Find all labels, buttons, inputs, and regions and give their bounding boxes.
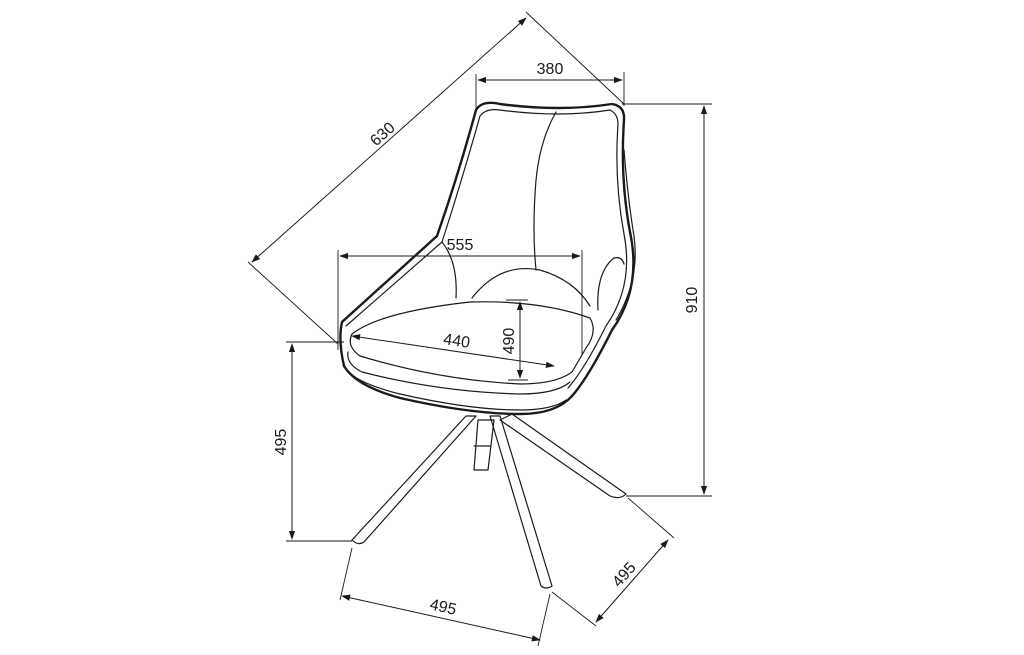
dimension-seat-width: 555 [337,237,583,354]
dimension-base-width: 495 [339,547,551,647]
seat-cushion-top [349,301,594,385]
dimension-base-depth: 495 [551,497,675,627]
label-base-width: 495 [428,596,458,618]
back-shell-outline [339,101,635,416]
dimension-backrest-width: 380 [475,61,625,108]
label-seat-height-inner: 490 [501,328,518,355]
back-shell-inner [345,109,628,389]
right-arm-curve [597,257,625,311]
label-overall-height: 910 [684,287,701,314]
label-backrest-width: 380 [537,61,564,78]
leg-front-right [489,415,553,589]
label-overall-depth: 630 [367,119,398,150]
label-seat-depth: 440 [442,331,471,352]
back-cushion-curve [471,267,591,307]
seat-cushion-front [347,351,571,395]
dimension-overall-height: 910 [622,103,712,497]
back-side-edge [615,149,636,321]
label-seat-width: 555 [447,237,474,254]
leg-front-left [351,415,477,545]
dimension-overall-depth: 630 [247,11,625,345]
leg-back-right [499,413,627,499]
label-seat-height: 495 [273,429,290,456]
dimension-seat-height-inner: 490 [501,299,528,381]
label-base-depth: 495 [609,559,639,590]
seat-bottom-edge [343,365,567,411]
chair-illustration [339,101,636,589]
back-seam [533,111,557,271]
swivel-stem [473,419,495,471]
dimension-seat-height: 495 [273,341,352,542]
dimension-seat-depth: 440 [351,331,555,368]
